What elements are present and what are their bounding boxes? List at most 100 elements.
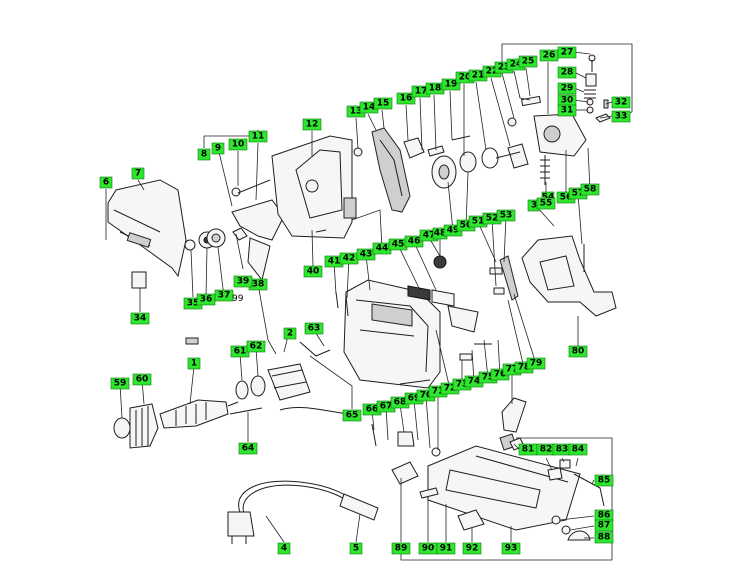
callout-82: 82 — [536, 443, 556, 456]
svg-text:46: 46 — [408, 237, 421, 247]
svg-text:54: 54 — [542, 193, 555, 203]
svg-text:73: 73 — [456, 380, 469, 390]
svg-text:30: 30 — [561, 96, 574, 106]
svg-text:15: 15 — [377, 99, 390, 109]
callout-36: 36 — [196, 293, 216, 306]
svg-text:84: 84 — [572, 445, 585, 455]
svg-text:45: 45 — [392, 240, 405, 250]
svg-text:4: 4 — [281, 544, 287, 554]
callout-86: 86 — [594, 509, 614, 522]
svg-text:37: 37 — [218, 291, 231, 301]
svg-text:50: 50 — [460, 221, 473, 231]
callout-9: 9 — [211, 142, 225, 155]
svg-text:91: 91 — [440, 544, 453, 554]
callout-5: 5 — [349, 542, 363, 555]
svg-text:21: 21 — [472, 71, 485, 81]
svg-text:79: 79 — [530, 359, 543, 369]
svg-text:33: 33 — [615, 112, 628, 122]
callout-32: 32 — [611, 96, 631, 109]
svg-text:27: 27 — [561, 48, 574, 58]
callout-33: 33 — [611, 110, 631, 123]
svg-text:51: 51 — [472, 217, 485, 227]
svg-text:57: 57 — [572, 189, 585, 199]
callout-80: 80 — [568, 345, 588, 358]
callout-43: 43 — [356, 248, 376, 261]
callout-25: 25 — [518, 55, 538, 68]
callout-15: 15 — [373, 97, 393, 110]
svg-text:62: 62 — [250, 342, 263, 352]
svg-text:53: 53 — [500, 211, 513, 221]
callout-89: 89 — [391, 542, 411, 555]
svg-text:6: 6 — [103, 178, 109, 188]
svg-text:52: 52 — [486, 214, 499, 224]
svg-text:43: 43 — [360, 250, 373, 260]
svg-text:81: 81 — [522, 445, 535, 455]
callout-42: 42 — [339, 252, 359, 265]
callout-2: 2 — [283, 327, 297, 340]
svg-text:65: 65 — [346, 411, 359, 421]
callout-27: 27 — [557, 46, 577, 59]
callout-7: 7 — [131, 167, 145, 180]
callout-18: 18 — [425, 82, 445, 95]
svg-text:76: 76 — [494, 370, 507, 380]
svg-text:41: 41 — [328, 257, 341, 267]
svg-text:20: 20 — [459, 73, 472, 83]
callout-44: 44 — [372, 242, 392, 255]
svg-text:28: 28 — [561, 68, 574, 78]
svg-text:59: 59 — [114, 379, 127, 389]
svg-text:39: 39 — [237, 277, 250, 287]
svg-text:58: 58 — [584, 185, 597, 195]
parts-drawing — [107, 54, 617, 544]
svg-text:38: 38 — [252, 280, 265, 290]
callout-64: 64 — [238, 442, 258, 455]
svg-text:66: 66 — [366, 405, 379, 415]
svg-text:25: 25 — [522, 57, 535, 67]
svg-text:2: 2 — [287, 329, 293, 339]
svg-text:13: 13 — [350, 107, 363, 117]
free-text-99: 99 — [232, 294, 244, 304]
svg-text:31: 31 — [561, 106, 574, 116]
svg-text:68: 68 — [394, 398, 407, 408]
svg-text:92: 92 — [466, 544, 479, 554]
svg-text:23: 23 — [498, 63, 511, 73]
callout-87: 87 — [594, 519, 614, 532]
callout-85: 85 — [594, 474, 614, 487]
svg-text:77: 77 — [506, 365, 519, 375]
callout-tags: 1 2 3 4 5 6 7 8 9 10 11 12 13 14 15 16 1… — [99, 46, 631, 555]
svg-text:55: 55 — [540, 199, 553, 209]
svg-text:14: 14 — [363, 103, 376, 113]
svg-text:36: 36 — [200, 295, 213, 305]
svg-text:64: 64 — [242, 444, 255, 454]
callout-45: 45 — [388, 238, 408, 251]
svg-text:10: 10 — [232, 140, 245, 150]
callout-55: 55 — [536, 197, 556, 210]
svg-text:75: 75 — [482, 373, 495, 383]
svg-text:60: 60 — [136, 375, 149, 385]
svg-text:17: 17 — [415, 87, 428, 97]
svg-text:18: 18 — [429, 84, 442, 94]
callout-6: 6 — [99, 176, 113, 189]
svg-text:35: 35 — [187, 299, 200, 309]
callout-31: 31 — [557, 104, 577, 117]
svg-text:22: 22 — [486, 67, 499, 77]
callout-88: 88 — [594, 531, 614, 544]
svg-text:47: 47 — [423, 231, 436, 241]
callout-10: 10 — [228, 138, 248, 151]
callout-63: 63 — [304, 322, 324, 335]
callout-90: 90 — [418, 542, 438, 555]
callout-37: 37 — [214, 289, 234, 302]
svg-text:42: 42 — [343, 254, 356, 264]
svg-text:78: 78 — [518, 363, 531, 373]
svg-text:11: 11 — [252, 132, 265, 142]
svg-text:72: 72 — [444, 384, 457, 394]
callout-8: 8 — [197, 148, 211, 161]
svg-text:56: 56 — [560, 193, 573, 203]
svg-text:26: 26 — [543, 51, 556, 61]
svg-text:87: 87 — [598, 521, 611, 531]
callout-59: 59 — [110, 377, 130, 390]
svg-text:7: 7 — [135, 169, 141, 179]
callout-92: 92 — [462, 542, 482, 555]
callout-46: 46 — [404, 235, 424, 248]
svg-text:29: 29 — [561, 84, 574, 94]
